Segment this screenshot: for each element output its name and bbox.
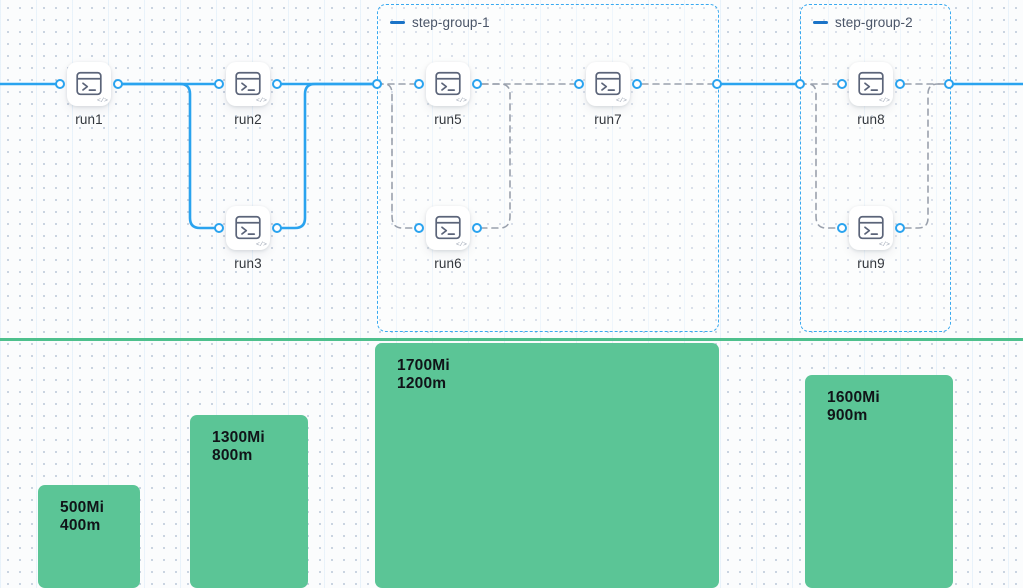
- node-input-port[interactable]: [414, 223, 424, 233]
- node-label: run1: [75, 112, 103, 127]
- node-label: run6: [434, 256, 462, 271]
- node-label: run8: [857, 112, 885, 127]
- code-badge-icon[interactable]: </>: [96, 96, 108, 104]
- terminal-icon: [235, 71, 261, 96]
- node-run8[interactable]: </> run8: [837, 62, 905, 127]
- node-card[interactable]: </>: [849, 62, 893, 106]
- terminal-icon: [858, 71, 884, 96]
- terminal-icon: [858, 215, 884, 240]
- port-group1-out[interactable]: [712, 79, 722, 89]
- node-card[interactable]: </>: [849, 206, 893, 250]
- edge-group2-run9[interactable]: [799, 83, 838, 229]
- node-output-port[interactable]: [113, 79, 123, 89]
- terminal-icon: [435, 215, 461, 240]
- code-badge-icon[interactable]: </>: [255, 240, 267, 248]
- resource-bar[interactable]: 1700Mi 1200m: [375, 343, 719, 588]
- node-output-port[interactable]: [895, 79, 905, 89]
- node-label: run5: [434, 112, 462, 127]
- section-divider: [0, 338, 1023, 341]
- node-input-port[interactable]: [414, 79, 424, 89]
- step-group-header: step-group-1: [390, 15, 490, 30]
- terminal-icon: [435, 71, 461, 96]
- node-output-port[interactable]: [895, 223, 905, 233]
- node-input-port[interactable]: [214, 223, 224, 233]
- resource-bar-label: 1300Mi 800m: [212, 429, 265, 465]
- resource-bar[interactable]: 1300Mi 800m: [190, 415, 308, 588]
- node-label: run2: [234, 112, 262, 127]
- terminal-icon: [595, 71, 621, 96]
- port-group1-in[interactable]: [372, 79, 382, 89]
- code-badge-icon[interactable]: </>: [878, 240, 890, 248]
- code-badge-icon[interactable]: </>: [455, 96, 467, 104]
- collapse-toggle-icon[interactable]: [390, 21, 405, 24]
- node-card[interactable]: </>: [586, 62, 630, 106]
- resource-bar-label: 500Mi 400m: [60, 499, 105, 535]
- node-label: run9: [857, 256, 885, 271]
- node-card[interactable]: </>: [426, 206, 470, 250]
- step-group-label: step-group-1: [412, 15, 490, 30]
- code-badge-icon[interactable]: </>: [255, 96, 267, 104]
- edge-run5-run6-join[interactable]: [481, 83, 511, 229]
- node-run3[interactable]: </> run3: [214, 206, 282, 271]
- node-output-port[interactable]: [272, 79, 282, 89]
- node-input-port[interactable]: [55, 79, 65, 89]
- node-input-port[interactable]: [214, 79, 224, 89]
- node-run9[interactable]: </> run9: [837, 206, 905, 271]
- node-input-port[interactable]: [837, 223, 847, 233]
- node-input-port[interactable]: [574, 79, 584, 89]
- resource-bar[interactable]: 1600Mi 900m: [805, 375, 953, 588]
- code-badge-icon[interactable]: </>: [615, 96, 627, 104]
- step-group-label: step-group-2: [835, 15, 913, 30]
- node-input-port[interactable]: [837, 79, 847, 89]
- node-label: run7: [594, 112, 622, 127]
- node-card[interactable]: </>: [226, 206, 270, 250]
- node-run2[interactable]: </> run2: [214, 62, 282, 127]
- node-output-port[interactable]: [472, 79, 482, 89]
- node-run6[interactable]: </> run6: [414, 206, 482, 271]
- node-output-port[interactable]: [472, 223, 482, 233]
- step-group-2[interactable]: step-group-2: [800, 4, 951, 332]
- node-run5[interactable]: </> run5: [414, 62, 482, 127]
- edge-group1-run6[interactable]: [376, 83, 415, 229]
- node-card[interactable]: </>: [226, 62, 270, 106]
- step-group-1[interactable]: step-group-1: [377, 4, 719, 332]
- resource-bar-label: 1600Mi 900m: [827, 389, 880, 425]
- port-group2-out[interactable]: [944, 79, 954, 89]
- node-card[interactable]: </>: [426, 62, 470, 106]
- node-card[interactable]: </>: [67, 62, 111, 106]
- edge-run9-group2out[interactable]: [904, 83, 950, 229]
- resource-bar-label: 1700Mi 1200m: [397, 357, 450, 393]
- resource-bar[interactable]: 500Mi 400m: [38, 485, 140, 588]
- edge-run1-run3[interactable]: [121, 82, 216, 230]
- node-label: run3: [234, 256, 262, 271]
- step-group-header: step-group-2: [813, 15, 913, 30]
- collapse-toggle-icon[interactable]: [813, 21, 828, 24]
- node-output-port[interactable]: [632, 79, 642, 89]
- port-group2-in[interactable]: [795, 79, 805, 89]
- node-output-port[interactable]: [272, 223, 282, 233]
- code-badge-icon[interactable]: </>: [878, 96, 890, 104]
- terminal-icon: [76, 71, 102, 96]
- edge-run3-group1[interactable]: [280, 82, 379, 230]
- node-run7[interactable]: </> run7: [574, 62, 642, 127]
- code-badge-icon[interactable]: </>: [455, 240, 467, 248]
- terminal-icon: [235, 215, 261, 240]
- node-run1[interactable]: </> run1: [55, 62, 123, 127]
